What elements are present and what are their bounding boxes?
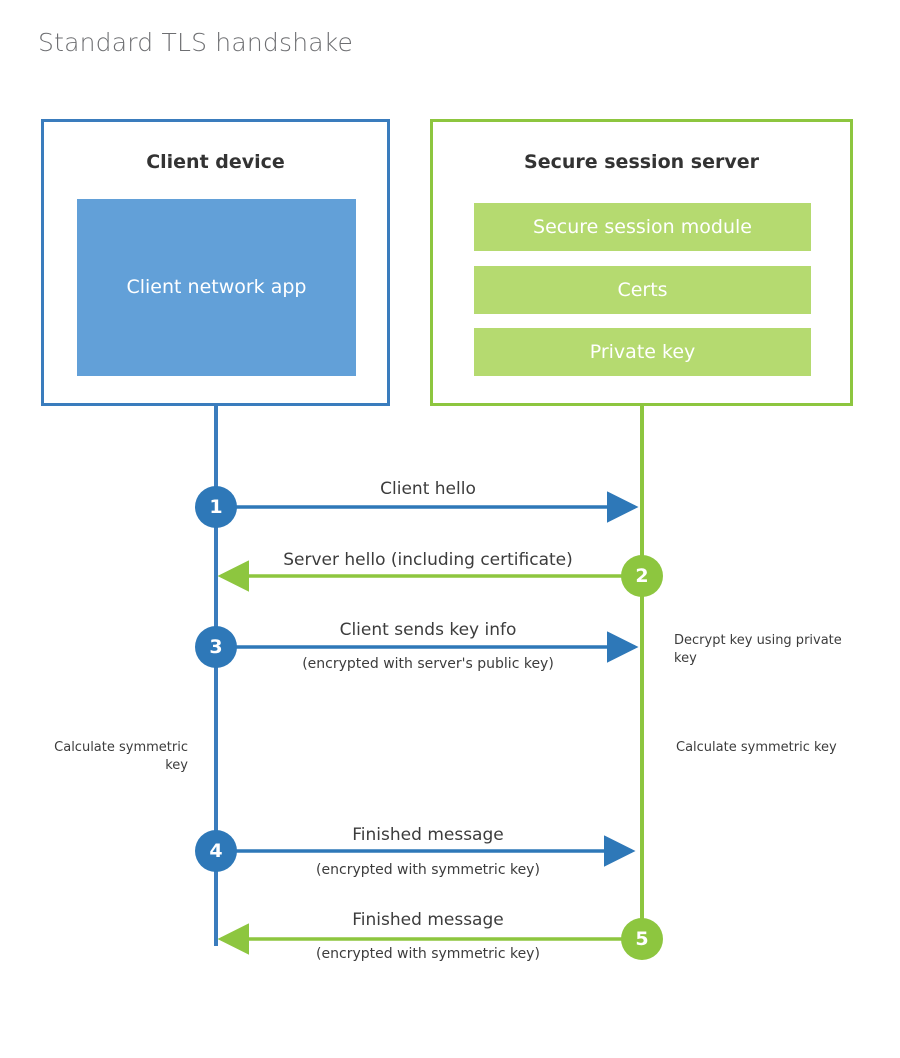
client-device-title: Client device bbox=[146, 151, 285, 173]
message-label-1: Client hello bbox=[380, 479, 476, 499]
page-title: Standard TLS handshake bbox=[38, 28, 354, 57]
message-label-3: Client sends key info bbox=[339, 620, 517, 640]
server-block-secure-session-module: Secure session module bbox=[474, 203, 811, 251]
step-marker-4[interactable]: 4 bbox=[195, 830, 237, 872]
step-marker-2[interactable]: 2 bbox=[621, 555, 663, 597]
message-label-5: Finished message bbox=[352, 910, 504, 930]
client-device-box: Client device Client network app bbox=[41, 119, 390, 406]
client-lifeline bbox=[214, 403, 218, 946]
note-decrypt-key: Decrypt key using private key bbox=[674, 633, 842, 666]
note-calculate-symmetric-key-server: Calculate symmetric key bbox=[676, 740, 837, 755]
step-marker-1[interactable]: 1 bbox=[195, 486, 237, 528]
server-block-certs: Certs bbox=[474, 266, 811, 314]
message-sublabel-5: (encrypted with symmetric key) bbox=[316, 946, 540, 962]
message-label-2: Server hello (including certificate) bbox=[283, 550, 573, 570]
message-sublabel-4: (encrypted with symmetric key) bbox=[316, 862, 540, 878]
message-label-4: Finished message bbox=[352, 825, 504, 845]
client-network-app-block: Client network app bbox=[77, 199, 356, 376]
message-sublabel-3: (encrypted with server's public key) bbox=[302, 656, 554, 672]
step-marker-5[interactable]: 5 bbox=[621, 918, 663, 960]
server-lifeline bbox=[640, 403, 644, 939]
secure-session-server-title: Secure session server bbox=[524, 151, 759, 173]
server-block-private-key: Private key bbox=[474, 328, 811, 376]
note-calculate-symmetric-key-client: Calculate symmetric key bbox=[54, 740, 188, 773]
secure-session-server-box: Secure session server Secure session mod… bbox=[430, 119, 853, 406]
step-marker-3[interactable]: 3 bbox=[195, 626, 237, 668]
